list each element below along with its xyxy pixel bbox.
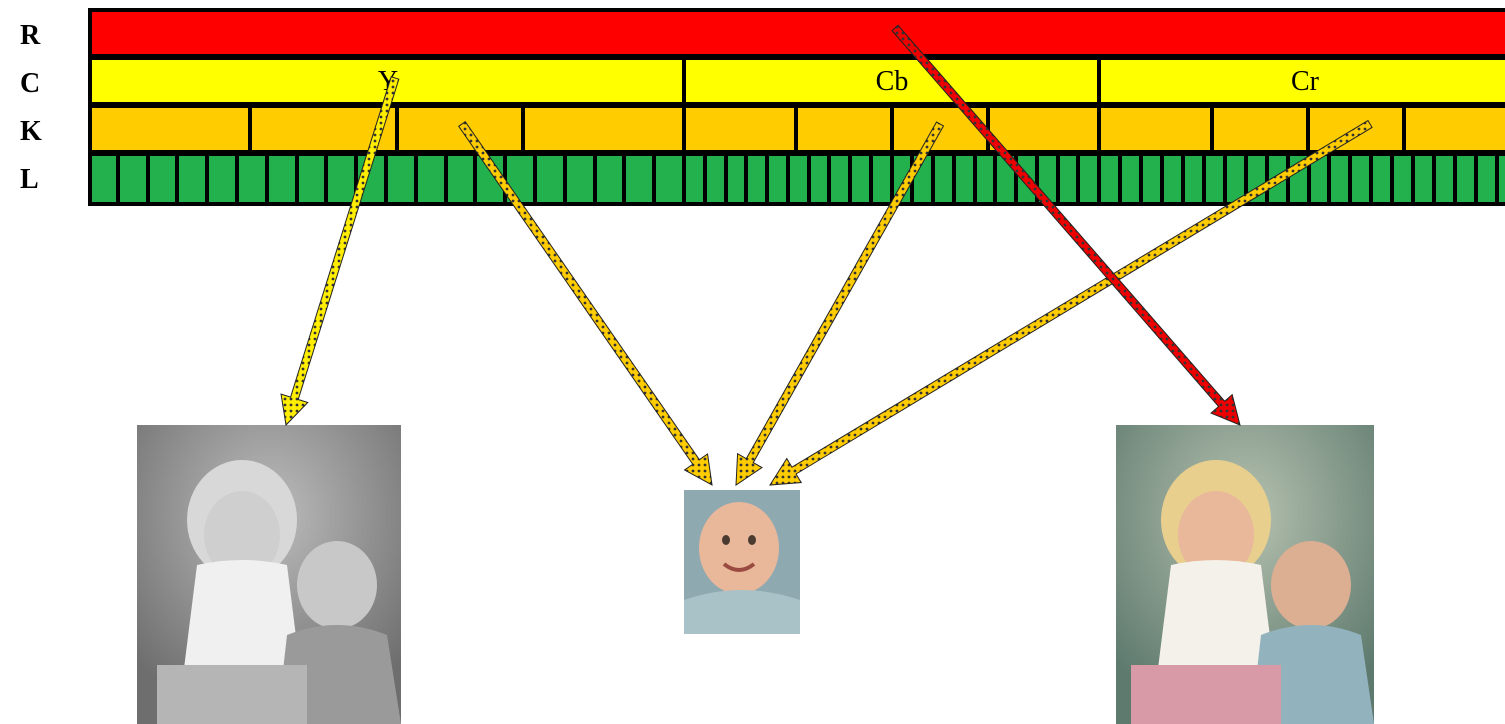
- arrow-region-to-color: [891, 24, 1241, 426]
- arrow-cr-block-to-chroma: [769, 119, 1373, 486]
- arrow-y-block-to-chroma: [458, 121, 713, 486]
- component-label-cb: Cb: [875, 66, 909, 97]
- component-label-cr: Cr: [1291, 66, 1319, 97]
- color-photo-icon: [1116, 425, 1374, 724]
- row-label-l: L: [20, 164, 39, 195]
- row-label-k: K: [20, 116, 42, 147]
- arrow-y-to-luminance: [280, 76, 400, 427]
- grayscale-photo-icon: [137, 425, 401, 724]
- chroma-image: [684, 490, 800, 634]
- component-band: [88, 56, 1505, 106]
- luminance-image: [137, 425, 401, 724]
- baby-photo-icon: [684, 490, 800, 634]
- color-image: [1116, 425, 1374, 724]
- arrow-cb-block-to-chroma: [735, 121, 945, 486]
- row-label-c: C: [20, 68, 41, 99]
- row-label-r: R: [20, 20, 41, 51]
